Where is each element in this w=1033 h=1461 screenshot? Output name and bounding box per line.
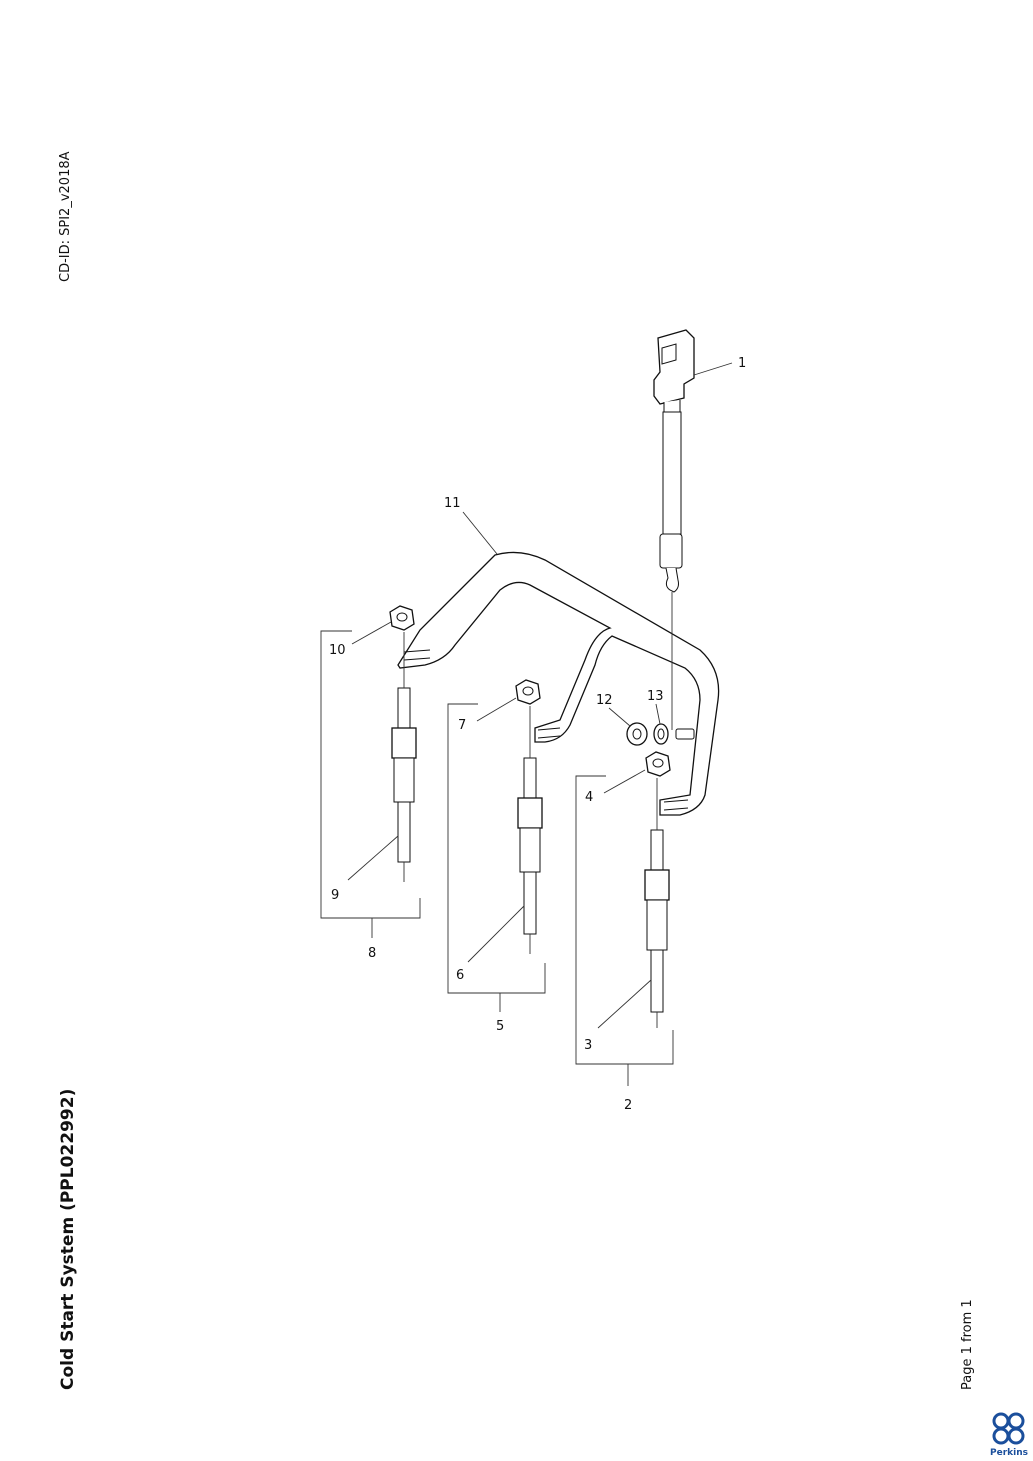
callout-1: 1 <box>738 356 746 371</box>
callout-3: 3 <box>584 1038 592 1053</box>
callout-6: 6 <box>456 968 464 983</box>
callout-11: 11 <box>444 496 461 511</box>
callout-9: 9 <box>331 888 339 903</box>
glow-plug-part-9 <box>391 687 417 882</box>
callout-13: 13 <box>647 689 664 704</box>
glow-plug-part-3 <box>644 829 670 1028</box>
nut-part-12 <box>626 722 648 746</box>
brand-wordmark: Perkins <box>990 1448 1028 1458</box>
nut-part-4 <box>645 751 671 777</box>
callout-5: 5 <box>496 1019 504 1034</box>
assembly-bracket-2 <box>575 775 674 1086</box>
nut-part-7 <box>515 679 541 705</box>
bus-bar-part-11 <box>397 551 720 816</box>
callout-2: 2 <box>624 1098 632 1113</box>
assembly-bracket-5 <box>447 703 546 1012</box>
assembly-bracket-8 <box>320 630 421 938</box>
washer-part-13 <box>653 723 695 745</box>
perkins-logo: Perkins <box>990 1412 1028 1458</box>
callout-12: 12 <box>596 693 613 708</box>
glow-plug-part-6 <box>517 757 543 954</box>
callout-8: 8 <box>368 946 376 961</box>
nut-part-10 <box>389 605 415 631</box>
callout-4: 4 <box>585 790 593 805</box>
callout-10: 10 <box>329 643 346 658</box>
callout-7: 7 <box>458 718 466 733</box>
connector-lead-part-1 <box>653 329 695 730</box>
